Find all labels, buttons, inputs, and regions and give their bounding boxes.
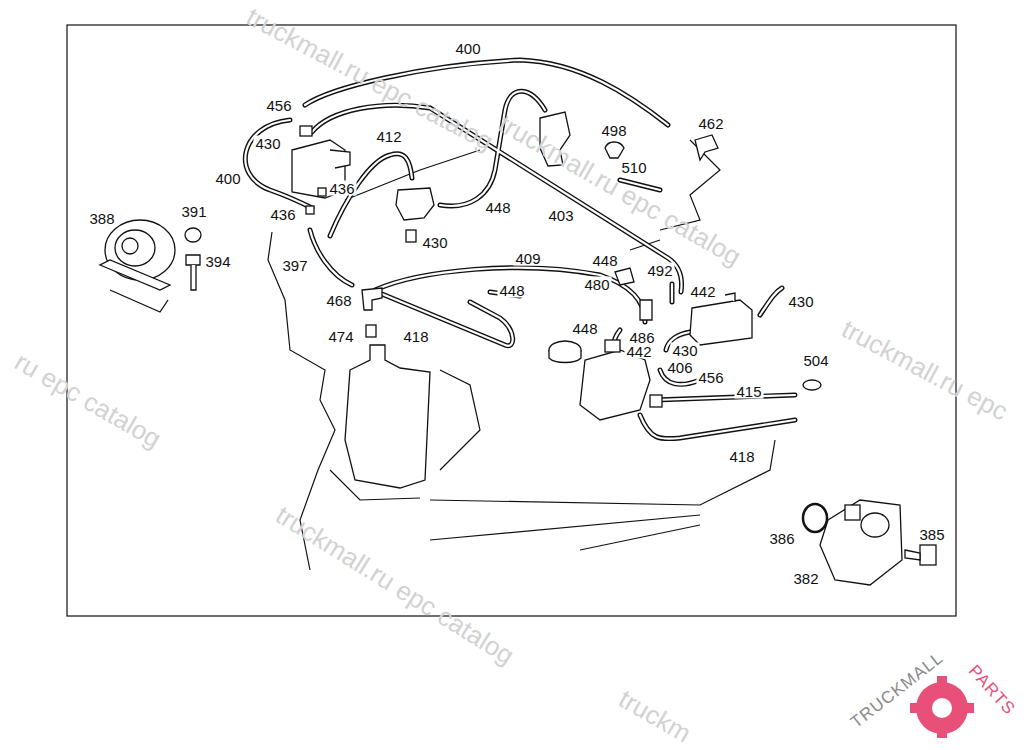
callout-number: 400 bbox=[213, 171, 242, 186]
callout-number: 382 bbox=[791, 571, 820, 586]
logo-gear bbox=[910, 676, 974, 738]
hose-outlines bbox=[245, 60, 795, 439]
callout-number: 498 bbox=[599, 123, 628, 138]
callout-number: 448 bbox=[590, 253, 619, 268]
components bbox=[100, 112, 936, 585]
callout-number: 492 bbox=[645, 263, 674, 278]
callout-number: 412 bbox=[374, 129, 403, 144]
watermark: truckmall.ru epc catalog bbox=[272, 501, 519, 669]
callout-number: 388 bbox=[87, 211, 116, 226]
logo-text: TRUCKMALL bbox=[848, 649, 947, 731]
callout-number: 448 bbox=[497, 283, 526, 298]
callout-number: 462 bbox=[696, 116, 725, 131]
callout-number: 409 bbox=[513, 251, 542, 266]
callout-number: 436 bbox=[327, 181, 356, 196]
hose-insides bbox=[245, 60, 795, 439]
callout-number: 448 bbox=[570, 321, 599, 336]
logo-text: PARTS bbox=[966, 662, 1019, 718]
callout-number: 403 bbox=[546, 208, 575, 223]
watermark: truckmall.ru epc catalog bbox=[243, 3, 498, 155]
watermark: truckmall.ru epc bbox=[838, 315, 1012, 424]
callout-number: 430 bbox=[670, 343, 699, 358]
callout-number: 486 bbox=[627, 330, 656, 345]
callout-number: 385 bbox=[917, 527, 946, 542]
callout-number: 430 bbox=[786, 294, 815, 309]
callout-number: 430 bbox=[420, 235, 449, 250]
callout-number: 386 bbox=[767, 531, 796, 546]
callout-number: 418 bbox=[727, 449, 756, 464]
callout-number: 397 bbox=[280, 258, 309, 273]
watermark: truckm bbox=[615, 685, 696, 747]
callout-number: 474 bbox=[326, 329, 355, 344]
callout-number: 456 bbox=[264, 98, 293, 113]
callout-number: 394 bbox=[203, 254, 232, 269]
callout-number: 456 bbox=[696, 370, 725, 385]
callout-number: 468 bbox=[324, 293, 353, 308]
engine-outline bbox=[268, 140, 775, 570]
callout-number: 480 bbox=[582, 277, 611, 292]
callout-number: 436 bbox=[268, 207, 297, 222]
callout-number: 415 bbox=[734, 384, 763, 399]
callout-number: 400 bbox=[453, 41, 482, 56]
callout-number: 504 bbox=[801, 353, 830, 368]
callout-number: 442 bbox=[624, 344, 653, 359]
callout-number: 406 bbox=[665, 360, 694, 375]
callout-number: 448 bbox=[483, 200, 512, 215]
callout-number: 430 bbox=[253, 136, 282, 151]
callout-number: 442 bbox=[688, 284, 717, 299]
watermark: ru epc catalog bbox=[11, 348, 165, 452]
callout-number: 391 bbox=[179, 204, 208, 219]
frame bbox=[67, 25, 956, 616]
callout-number: 418 bbox=[401, 329, 430, 344]
callout-number: 510 bbox=[619, 160, 648, 175]
